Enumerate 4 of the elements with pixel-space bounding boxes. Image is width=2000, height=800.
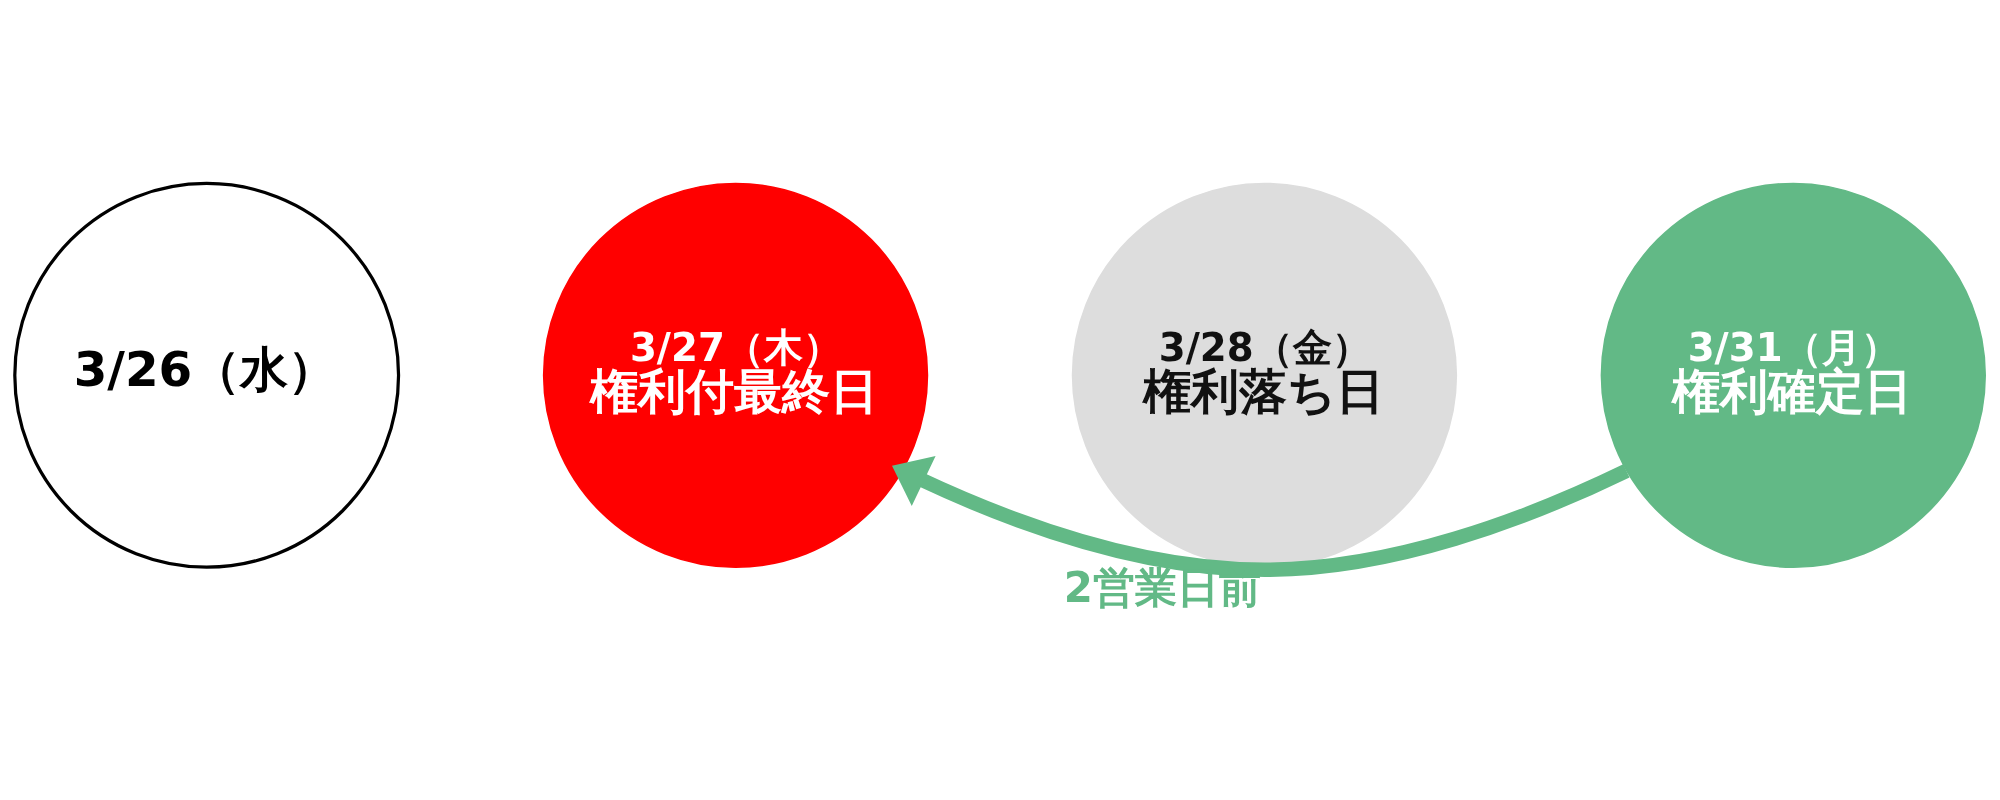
node-circle: 3/31（月） 権利確定日 (1600, 182, 1986, 568)
node-circle: 3/26（水） (13, 181, 401, 569)
node-circle: 3/27（木） 権利付最終日 (542, 182, 929, 568)
arrow (892, 456, 1630, 578)
